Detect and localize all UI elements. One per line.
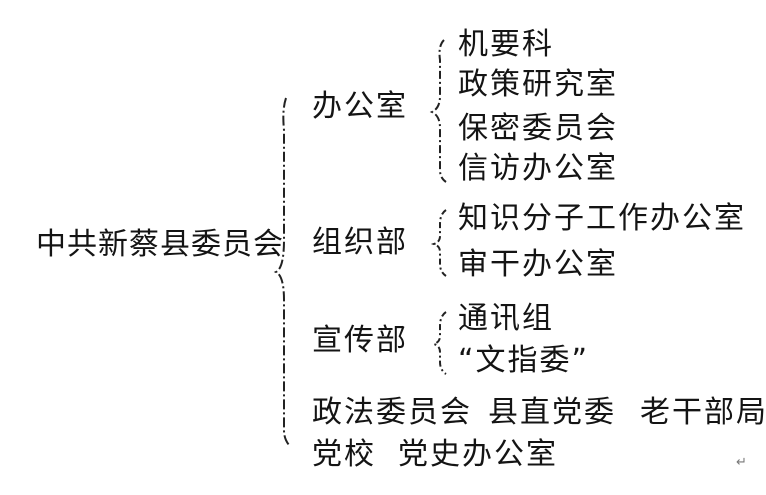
unit-party-school: 党校	[312, 437, 376, 472]
unit-secrecy-committee: 保密委员会	[458, 111, 618, 146]
unit-confidential-section: 机要科	[458, 27, 554, 62]
main-brace	[273, 97, 291, 447]
unit-policy-research: 政策研究室	[458, 67, 618, 102]
root-committee: 中共新蔡县委员会	[36, 227, 284, 262]
unit-veteran-cadres-bureau: 老干部局	[640, 395, 766, 430]
office-brace	[429, 39, 447, 183]
dept-propaganda: 宣传部	[312, 323, 408, 358]
unit-petition-office: 信访办公室	[458, 151, 618, 186]
dept-organization: 组织部	[312, 225, 408, 260]
unit-party-history-office: 党史办公室	[398, 437, 558, 472]
dept-office: 办公室	[312, 89, 408, 124]
propaganda-brace	[430, 311, 447, 375]
unit-news-group: 通讯组	[458, 301, 554, 336]
return-mark: ↵	[736, 455, 747, 470]
unit-county-party-committee: 县直党委	[488, 395, 616, 430]
unit-politics-law-committee: 政法委员会	[312, 395, 472, 430]
organization-brace	[430, 209, 447, 277]
unit-culture-committee: “文指委”	[458, 343, 590, 378]
unit-cadre-review-office: 审干办公室	[458, 247, 618, 282]
unit-intellectuals-office: 知识分子工作办公室	[458, 201, 746, 236]
